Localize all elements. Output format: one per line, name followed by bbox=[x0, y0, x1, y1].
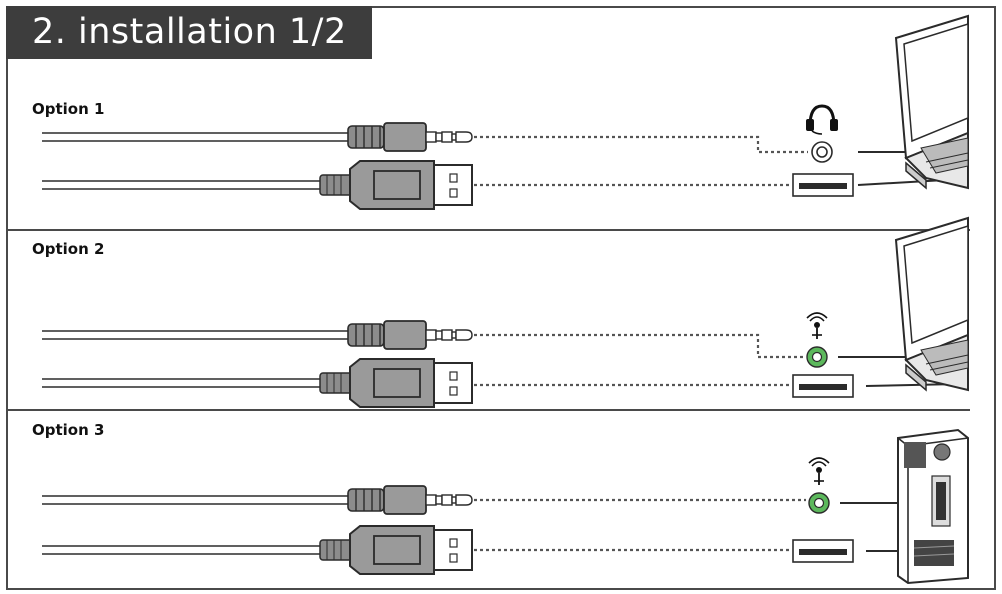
microphone-port bbox=[806, 346, 828, 368]
microphone-icon bbox=[806, 312, 828, 339]
usb-plug bbox=[41, 160, 473, 210]
microphone-port bbox=[808, 492, 830, 514]
audio-jack-plug bbox=[41, 122, 473, 152]
headphone-port bbox=[811, 141, 833, 163]
option-2-connection bbox=[41, 217, 969, 408]
usb-port bbox=[792, 173, 854, 197]
audio-jack-plug bbox=[41, 485, 473, 515]
usb-port bbox=[792, 539, 854, 563]
usb-plug bbox=[41, 525, 473, 575]
desktop-tower bbox=[897, 428, 969, 585]
option-2-label: Option 2 bbox=[32, 240, 105, 258]
usb-plug bbox=[41, 358, 473, 408]
headphone-icon bbox=[806, 104, 838, 135]
option-1-connection bbox=[41, 15, 969, 210]
title-bar: 2. installation 1/2 bbox=[6, 6, 372, 59]
usb-port bbox=[792, 374, 854, 398]
laptop bbox=[895, 15, 969, 189]
audio-jack-plug bbox=[41, 320, 473, 350]
option-1-label: Option 1 bbox=[32, 100, 105, 118]
option-3-connection bbox=[41, 428, 969, 585]
microphone-icon bbox=[808, 457, 830, 485]
laptop bbox=[895, 217, 969, 391]
page-title: 2. installation 1/2 bbox=[32, 12, 347, 52]
diagram-frame bbox=[6, 6, 996, 590]
option-3-label: Option 3 bbox=[32, 421, 105, 439]
